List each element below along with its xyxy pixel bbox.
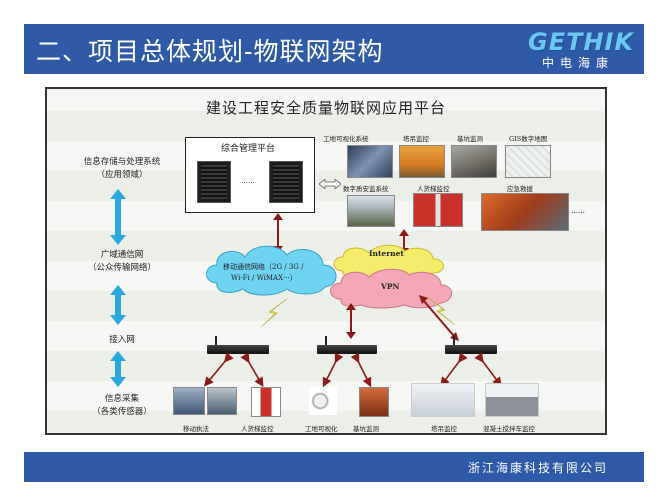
hoist-image — [413, 193, 463, 227]
gis-map-image — [505, 145, 551, 178]
logo-chinese-name: 中电海康 — [542, 56, 615, 70]
footer-bar: 浙江海康科技有限公司 — [24, 452, 644, 482]
camera-image — [309, 387, 337, 415]
app-label-tower-crane: 塔吊监控 — [403, 135, 429, 143]
horizontal-double-arrow-icon — [319, 179, 341, 189]
sensor-label-mobile-enforcement: 移动执法 — [183, 425, 209, 433]
app-label-hoist: 人货梯监控 — [417, 185, 450, 193]
sensor-label-tower-crane: 塔吊监控 — [431, 425, 457, 433]
platform-label: 综合管理平台 — [221, 144, 276, 154]
wireless-lightning-icon — [427, 297, 455, 325]
app-label-gis-map: GIS数字地图 — [509, 135, 548, 143]
app-label-emergency: 应急救援 — [507, 185, 533, 193]
slide-title: 二、项目总体规划-物联网架构 — [36, 37, 384, 66]
layer-label-wan: 广域通信网（公众传输网络） — [87, 250, 156, 273]
app-label-digital-supervision: 数字质安监系统 — [343, 185, 389, 193]
mobile-network-label-line1: 移动通信网络（2G / 3G / — [223, 263, 304, 271]
bidirectional-arrow-icon — [419, 295, 459, 341]
gateway-router-icon — [207, 336, 269, 354]
vpn-label: VPN — [381, 282, 400, 291]
server-icon — [197, 161, 231, 203]
architecture-diagram: 建设工程安全质量物联网应用平台 信息存储与处理系统（应用领域） 广域通信网（公众… — [45, 87, 607, 435]
tablet-device-image — [173, 387, 205, 415]
tower-crane-sensor-image — [411, 383, 475, 417]
foundation-pit-image — [451, 145, 497, 178]
sensor-label-mixer-truck: 混凝土搅拌车监控 — [483, 425, 535, 433]
gateway-router-icon — [445, 336, 497, 354]
layer-label-application: 信息存储与处理系统（应用领域） — [83, 157, 161, 180]
app-label-foundation-pit: 基坑监测 — [457, 135, 483, 143]
server-ellipsis: …… — [241, 177, 255, 185]
sensor-label-foundation-pit: 基坑监测 — [353, 425, 379, 433]
monitoring-room-image — [347, 145, 393, 178]
double-arrow-icon — [110, 285, 126, 325]
server-icon — [269, 161, 303, 203]
apps-ellipsis: …… — [571, 207, 585, 215]
tower-crane-image — [399, 145, 445, 178]
hoist-sensor-image — [251, 387, 281, 417]
logo-wordmark: GETHIK — [528, 28, 635, 56]
sensor-label-site-visualization: 工地可视化 — [305, 425, 338, 433]
bidirectional-arrow-icon — [346, 303, 356, 339]
diagram-title: 建设工程安全质量物联网应用平台 — [205, 99, 446, 117]
company-logo: GETHIK 中电海康 — [522, 28, 634, 70]
layer-label-access: 接入网 — [109, 335, 135, 345]
foundation-sensor-image — [359, 387, 389, 417]
gateway-router-icon — [317, 336, 377, 354]
company-name: 浙江海康科技有限公司 — [467, 461, 608, 475]
title-bar: 二、项目总体规划-物联网架构 GETHIK 中电海康 — [24, 24, 644, 74]
mobile-network-cloud — [206, 245, 337, 296]
mobile-network-label-line2: Wi-Fi / WiMAX···） — [231, 274, 297, 282]
handheld-device-image — [207, 387, 237, 415]
wireless-lightning-icon — [261, 299, 287, 327]
mixer-truck-image — [485, 383, 539, 417]
supervision-team-image — [347, 195, 395, 227]
rescue-team-image — [481, 193, 569, 231]
double-arrow-icon — [110, 189, 126, 245]
sensor-label-hoist: 人货梯监控 — [241, 425, 274, 433]
double-arrow-icon — [110, 351, 126, 387]
layer-label-sensors: 信息采集（各类传感器） — [92, 394, 152, 417]
app-label-site-visualization: 工地可视化系统 — [323, 135, 369, 143]
internet-label: Internet — [369, 249, 404, 258]
